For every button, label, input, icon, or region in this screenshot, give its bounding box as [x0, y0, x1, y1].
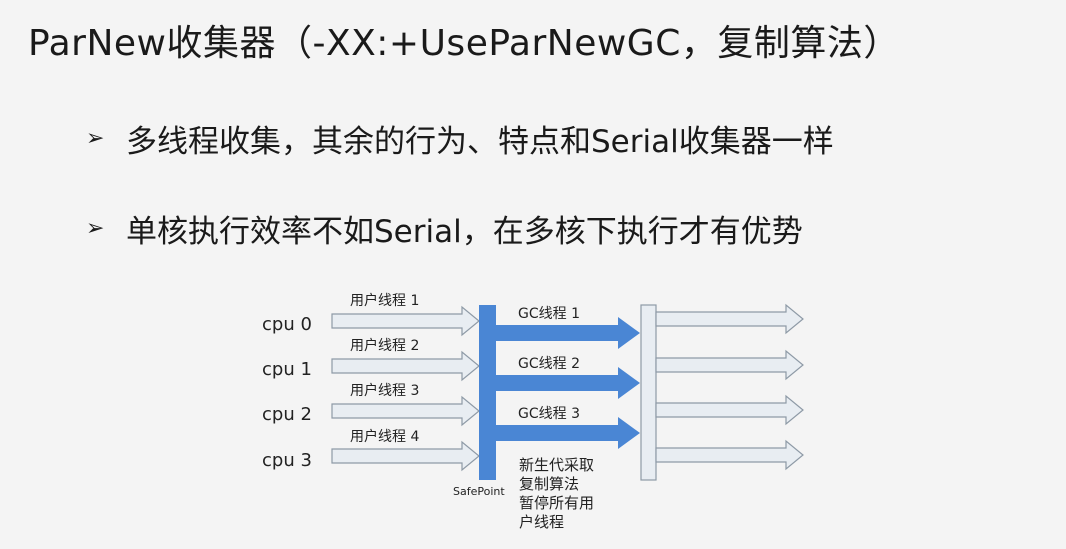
user-thread-label: 用户线程 2	[350, 337, 419, 354]
user-thread-label: 用户线程 1	[350, 292, 419, 309]
bullet-2: ➢ 单核执行效率不如Serial，在多核下执行才有优势	[86, 206, 803, 251]
gc-thread-arrows	[496, 317, 640, 449]
cpu-label: cpu 1	[262, 359, 312, 380]
gc-thread-arrow	[496, 417, 640, 449]
resume-bar	[640, 304, 657, 481]
bullet-1-text: 多线程收集，其余的行为、特点和Serial收集器一样	[126, 124, 834, 160]
user-thread-arrow	[331, 395, 480, 427]
resumed-thread-arrows	[655, 303, 804, 471]
user-thread-arrow	[331, 350, 480, 382]
resumed-thread-arrow	[655, 349, 804, 381]
note-line: 新生代采取	[519, 456, 594, 474]
cpu-label: cpu 0	[262, 314, 312, 335]
gc-thread-label: GC线程 1	[518, 306, 580, 322]
user-thread-arrows	[331, 305, 480, 472]
gc-thread-arrow	[496, 317, 640, 349]
resumed-thread-arrow	[655, 303, 804, 335]
bullet-1: ➢ 多线程收集，其余的行为、特点和Serial收集器一样	[86, 116, 834, 161]
resumed-thread-arrow	[655, 439, 804, 471]
note-line: 户线程	[519, 513, 564, 531]
safepoint-bar	[479, 305, 496, 480]
user-thread-arrow	[331, 305, 480, 337]
safepoint-label: SafePoint	[453, 485, 505, 498]
user-thread-label: 用户线程 4	[350, 428, 419, 445]
gc-thread-arrow	[496, 367, 640, 399]
bullet-2-text: 单核执行效率不如Serial，在多核下执行才有优势	[126, 214, 803, 250]
cpu-label: cpu 2	[262, 404, 312, 425]
user-thread-label: 用户线程 3	[350, 382, 419, 399]
slide-title: ParNew收集器（-XX:+UseParNewGC，复制算法）	[28, 23, 900, 64]
user-thread-arrow	[331, 440, 480, 472]
resumed-thread-arrow	[655, 394, 804, 426]
gc-thread-label: GC线程 3	[518, 406, 580, 422]
cpu-label: cpu 3	[262, 450, 312, 471]
bullet-arrow-icon: ➢	[86, 126, 105, 151]
bullet-arrow-icon: ➢	[86, 216, 105, 241]
note-line: 复制算法	[519, 475, 579, 493]
note-line: 暂停所有用	[519, 494, 594, 512]
gc-note: 新生代采取 复制算法 暂停所有用 户线程	[519, 456, 594, 531]
gc-thread-label: GC线程 2	[518, 356, 580, 372]
